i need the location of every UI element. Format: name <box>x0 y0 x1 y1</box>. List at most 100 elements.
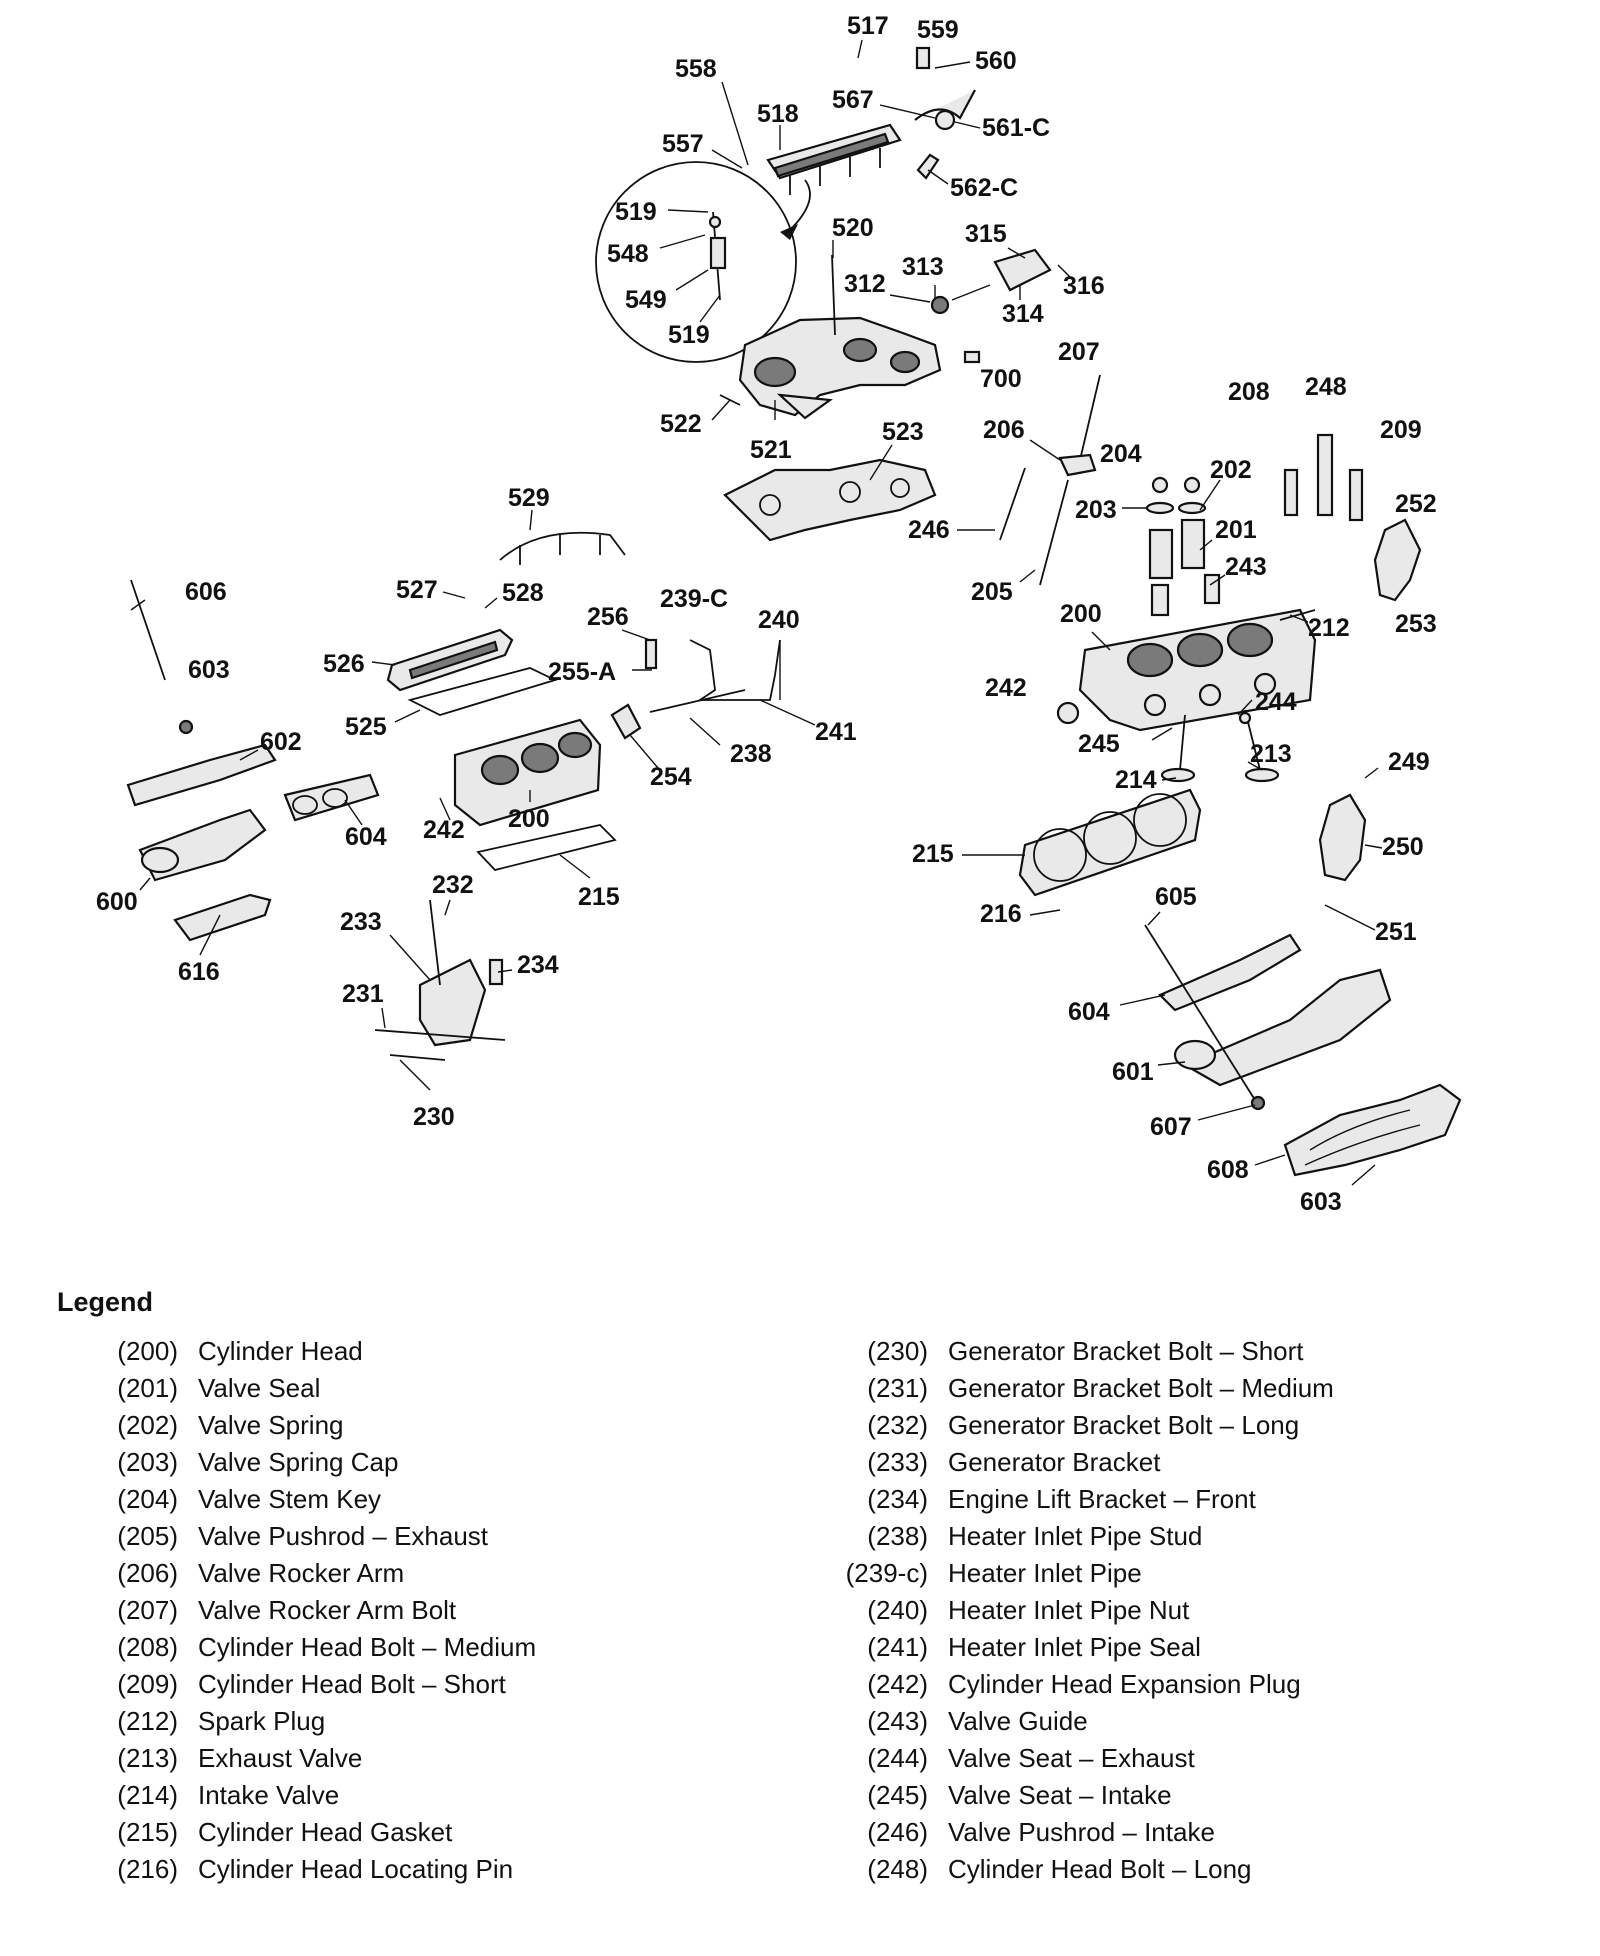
legend-item: (232)Generator Bracket Bolt – Long <box>818 1407 1334 1444</box>
head-gasket-left <box>476 824 617 872</box>
legend-item-label: Valve Seat – Exhaust <box>948 1743 1195 1773</box>
legend-right-column: (230)Generator Bracket Bolt – Short(231)… <box>818 1333 1334 1888</box>
legend-title: Legend <box>57 1287 154 1317</box>
legend-item: (206) Valve Rocker Arm <box>88 1555 536 1592</box>
legend-item-label: Engine Lift Bracket – Front <box>948 1484 1256 1514</box>
callout-256: 256 <box>587 603 629 631</box>
legend-item: (214)Intake Valve <box>88 1777 536 1814</box>
callout-248: 248 <box>1305 373 1347 401</box>
callout-202: 202 <box>1210 456 1252 484</box>
callout-201: 201 <box>1215 516 1257 544</box>
callout-608: 608 <box>1207 1156 1249 1184</box>
callout-242-left: 242 <box>423 816 465 844</box>
callout-607: 607 <box>1150 1113 1192 1141</box>
callout-232: 232 <box>432 871 474 899</box>
legend-item-code: (216) <box>117 1854 178 1884</box>
callout-604-left: 604 <box>345 823 387 851</box>
callout-231: 231 <box>342 980 384 1008</box>
callout-240: 240 <box>758 606 800 634</box>
intake-manifold-gasket <box>723 458 937 542</box>
legend-item-code: (209) <box>117 1669 178 1699</box>
callout-315: 315 <box>965 220 1007 248</box>
legend-item-code: (232) <box>867 1410 928 1440</box>
legend-item: (248)Cylinder Head Bolt – Long <box>818 1851 1334 1888</box>
legend-item: (234) Engine Lift Bracket – Front <box>818 1481 1334 1518</box>
callout-557: 557 <box>662 130 704 158</box>
callout-616: 616 <box>178 958 220 986</box>
callout-529: 529 <box>508 484 550 512</box>
callout-314: 314 <box>1002 300 1044 328</box>
callout-214: 214 <box>1115 766 1157 794</box>
legend-item-label: Valve Spring Cap <box>198 1447 399 1477</box>
legend-left-column: (200)Cylinder Head(201)Valve Seal(202)Va… <box>88 1333 536 1888</box>
legend-item-label: Generator Bracket <box>948 1447 1161 1477</box>
legend-item-label: Generator Bracket Bolt – Medium <box>948 1373 1334 1403</box>
callout-601: 601 <box>1112 1058 1154 1086</box>
callout-244: 244 <box>1255 688 1297 716</box>
callout-252: 252 <box>1395 490 1437 518</box>
legend-item: (239-c) Heater Inlet Pipe <box>818 1555 1334 1592</box>
legend-item-label: Heater Inlet Pipe Seal <box>948 1632 1201 1662</box>
cylinder-head-right <box>1078 608 1317 732</box>
legend-item-label: Heater Inlet Pipe Stud <box>948 1521 1203 1551</box>
legend-item-label: Valve Pushrod – Exhaust <box>198 1521 489 1551</box>
legend-item: (201)Valve Seal <box>88 1370 536 1407</box>
legend-item: (215)Cylinder Head Gasket <box>88 1814 536 1851</box>
exhaust-manifold-right <box>1144 924 1392 1111</box>
legend-item-label: Valve Rocker Arm <box>198 1558 405 1588</box>
legend-item-code: (238) <box>867 1521 928 1551</box>
legend-item-code: (205) <box>117 1521 178 1551</box>
legend-item-label: Cylinder Head Expansion Plug <box>948 1669 1301 1699</box>
callout-558: 558 <box>675 55 717 83</box>
rocker-and-pushrods <box>999 374 1101 586</box>
callout-603-right: 603 <box>1300 1188 1342 1216</box>
legend-item-code: (234) <box>867 1484 928 1514</box>
legend-item-label: Cylinder Head Bolt – Medium <box>198 1632 537 1662</box>
legend-item: (205) Valve Pushrod – Exhaust <box>88 1518 536 1555</box>
legend-item-label: Valve Spring <box>198 1410 344 1440</box>
callout-labels: 517 559 560 558 567 561-C 518 557 562-C … <box>96 12 1437 1216</box>
legend-item-code: (204) <box>117 1484 178 1514</box>
callout-234: 234 <box>517 951 559 979</box>
callout-254: 254 <box>650 763 692 791</box>
callout-549: 549 <box>625 286 667 314</box>
exhaust-manifold-left <box>126 579 380 942</box>
legend-item-code: (231) <box>867 1373 928 1403</box>
legend-item-label: Cylinder Head Locating Pin <box>198 1854 514 1884</box>
callout-312: 312 <box>844 270 886 298</box>
callout-604-right: 604 <box>1068 998 1110 1026</box>
legend-item-code: (233) <box>867 1447 928 1477</box>
callout-212: 212 <box>1308 614 1350 642</box>
heat-shield-right <box>1283 1083 1462 1177</box>
legend-item: (216) Cylinder Head Locating Pin <box>88 1851 536 1888</box>
callout-206: 206 <box>983 416 1025 444</box>
callout-605: 605 <box>1155 883 1197 911</box>
legend-item-code: (206) <box>117 1558 178 1588</box>
legend-item-label: Exhaust Valve <box>198 1743 363 1773</box>
legend-item-label: Cylinder Head <box>198 1336 363 1366</box>
legend-item-label: Valve Stem Key <box>198 1484 382 1514</box>
legend-item: (241)Heater Inlet Pipe Seal <box>818 1629 1334 1666</box>
legend-item: (204) Valve Stem Key <box>88 1481 536 1518</box>
intake-manifold <box>719 248 1052 420</box>
fuel-rail-assembly <box>766 46 976 240</box>
legend-item-code: (214) <box>117 1780 178 1810</box>
callout-253: 253 <box>1395 610 1437 638</box>
callout-559: 559 <box>917 16 959 44</box>
legend-item-code: (201) <box>117 1373 178 1403</box>
callout-204: 204 <box>1100 440 1142 468</box>
legend-item: (240)Heater Inlet Pipe Nut <box>818 1592 1334 1629</box>
legend-item-code: (230) <box>867 1336 928 1366</box>
legend-item-code: (239-c) <box>845 1558 928 1588</box>
legend-item: (238) Heater Inlet Pipe Stud <box>818 1518 1334 1555</box>
legend-item-code: (245) <box>867 1780 928 1810</box>
callout-239-c: 239-C <box>660 585 728 613</box>
callout-213: 213 <box>1250 740 1292 768</box>
legend-item: (243)Valve Guide <box>818 1703 1334 1740</box>
legend-item-label: Heater Inlet Pipe <box>948 1558 1142 1588</box>
legend-item: (203) Valve Spring Cap <box>88 1444 536 1481</box>
head-gasket-right <box>1018 788 1202 897</box>
exploded-parts-diagram: 517 559 560 558 567 561-C 518 557 562-C … <box>96 12 1462 1216</box>
legend-item-code: (203) <box>117 1447 178 1477</box>
legend-item: (212)Spark Plug <box>88 1703 536 1740</box>
